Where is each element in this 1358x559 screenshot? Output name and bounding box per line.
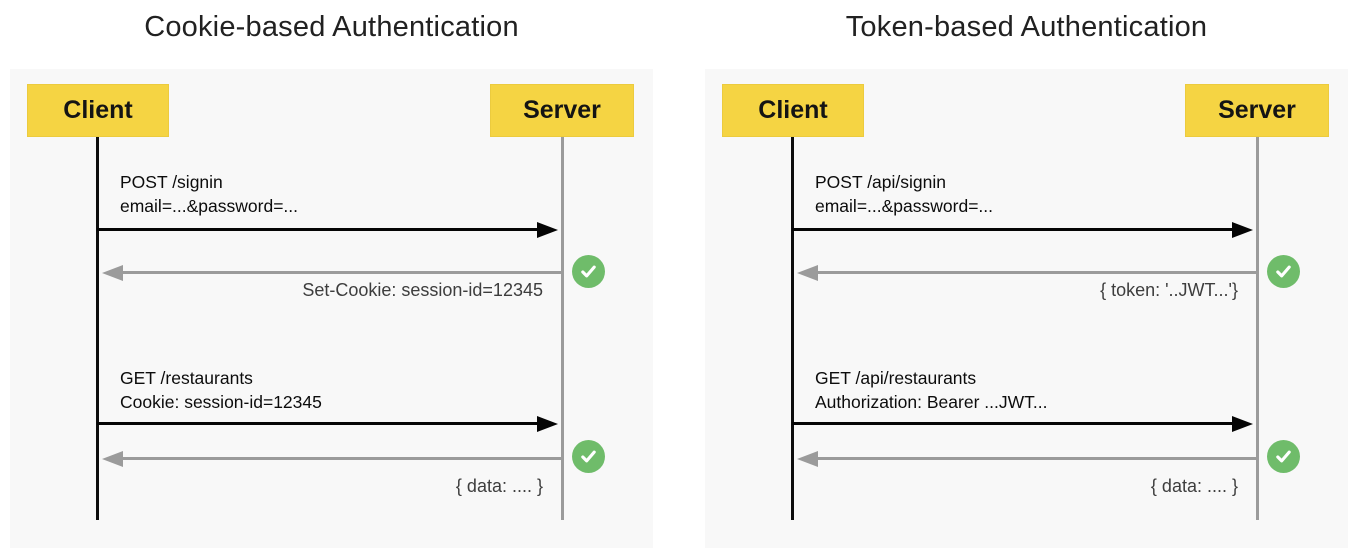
cookie-diagram-panel: Client Server POST /signin email=...&pas… (10, 69, 653, 548)
request-line: POST /signin (120, 172, 223, 192)
cookie-client-actor-box: Client (27, 84, 169, 137)
check-icon (572, 255, 605, 288)
token-signin-response-label: { token: '..JWT...'} (1100, 280, 1238, 300)
request-line: Cookie: session-id=12345 (120, 392, 322, 412)
token-data-response-label: { data: .... } (1150, 476, 1238, 496)
cookie-data-response-arrow (123, 457, 562, 460)
request-line: email=...&password=... (815, 196, 993, 216)
cookie-signin-request-label: POST /signin email=...&password=... (120, 170, 298, 218)
request-line: email=...&password=... (120, 196, 298, 216)
token-data-request-label: GET /api/restaurants Authorization: Bear… (815, 366, 1047, 414)
check-icon (1267, 440, 1300, 473)
cookie-signin-request-arrow (97, 228, 537, 231)
cookie-server-lifeline (561, 137, 564, 520)
token-diagram-panel: Client Server POST /api/signin email=...… (705, 69, 1348, 548)
token-server-lifeline (1256, 137, 1259, 520)
cookie-signin-response-arrow (123, 271, 562, 274)
request-line: POST /api/signin (815, 172, 946, 192)
cookie-data-request-arrow (97, 422, 537, 425)
request-line: Authorization: Bearer ...JWT... (815, 392, 1048, 412)
cookie-signin-response-label: Set-Cookie: session-id=12345 (302, 280, 543, 300)
token-client-lifeline (791, 137, 794, 520)
token-signin-request-arrow (792, 228, 1232, 231)
token-data-request-arrow (792, 422, 1232, 425)
cookie-data-response-label: { data: .... } (455, 476, 543, 496)
token-diagram-title: Token-based Authentication (845, 11, 1208, 43)
cookie-diagram-title: Cookie-based Authentication (144, 11, 519, 43)
check-icon (1267, 255, 1300, 288)
cookie-client-lifeline (96, 137, 99, 520)
cookie-data-request-label: GET /restaurants Cookie: session-id=1234… (120, 366, 322, 414)
check-icon (572, 440, 605, 473)
token-data-response-arrow (818, 457, 1257, 460)
request-line: GET /api/restaurants (815, 368, 977, 388)
token-signin-response-arrow (818, 271, 1257, 274)
token-signin-request-label: POST /api/signin email=...&password=... (815, 170, 993, 218)
request-line: GET /restaurants (120, 368, 253, 388)
cookie-server-actor-box: Server (490, 84, 634, 137)
token-client-actor-box: Client (722, 84, 864, 137)
token-server-actor-box: Server (1185, 84, 1329, 137)
